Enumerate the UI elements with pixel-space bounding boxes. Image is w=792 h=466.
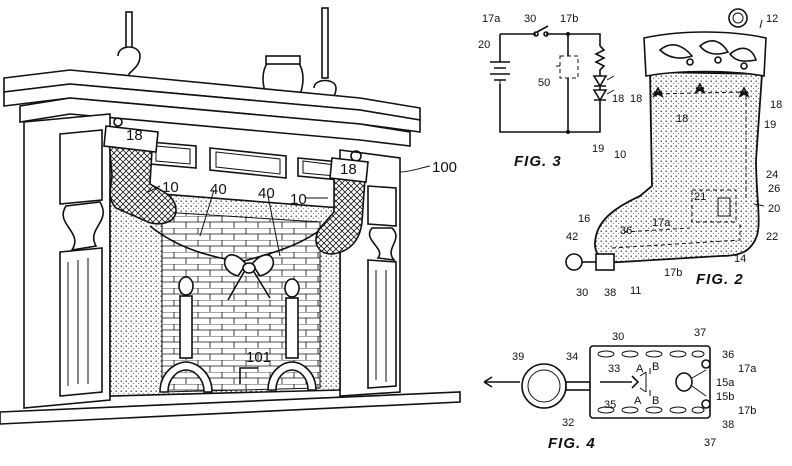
pull-direction-arrow	[483, 376, 520, 388]
ref-18-left: 18	[126, 127, 143, 144]
right-stocking	[315, 150, 369, 255]
ref-16: 16	[578, 213, 590, 225]
ref-19: 19	[592, 143, 604, 155]
ref-34: 34	[566, 351, 578, 363]
ref-14: 14	[734, 253, 746, 265]
fig1-fireplace: 100 101 18 18 10 10 40 40	[0, 7, 461, 425]
switch-housing	[589, 345, 711, 419]
ref-32: 32	[562, 417, 574, 429]
ref-33: 33	[608, 363, 620, 375]
ref-17a: 17a	[738, 363, 757, 375]
bow	[223, 254, 275, 301]
ref-21: 21	[694, 191, 706, 203]
ref-18b: 18	[676, 113, 688, 125]
switch-symbol	[533, 25, 549, 37]
ref-18: 18	[612, 93, 624, 105]
ref-17b: 17b	[560, 13, 578, 25]
ref-40-left: 40	[210, 181, 227, 198]
firebox	[109, 189, 341, 397]
left-candlestick	[117, 11, 141, 87]
ref-a-top: A	[636, 363, 644, 375]
ref-101: 101	[246, 349, 271, 366]
ref-10: 10	[614, 149, 626, 161]
left-andiron	[159, 276, 213, 393]
ref-17a: 17a	[482, 13, 501, 25]
ref-35: 35	[604, 399, 616, 411]
ref-50: 50	[538, 77, 550, 89]
ref-10-right: 10	[290, 191, 307, 208]
led-diodes	[592, 75, 615, 106]
fig2-stocking: 12 18 18 18 19 10 24 26 20 21 22 17a 16 …	[565, 8, 782, 299]
ref-38: 38	[722, 419, 734, 431]
ref-39: 39	[512, 351, 524, 363]
ref-20: 20	[478, 39, 490, 51]
fig3-caption: FIG. 3	[514, 153, 562, 170]
ref-20: 20	[768, 203, 780, 215]
circuit-wires	[499, 33, 601, 133]
hearth	[0, 391, 461, 425]
housing-perforations	[597, 350, 705, 414]
hanging-ring	[728, 8, 748, 28]
ref-37-bottom: 37	[704, 437, 716, 449]
holly-leaves	[658, 40, 758, 70]
ref-36: 36	[620, 225, 632, 237]
ref-b-top: B	[652, 361, 659, 373]
ref-18-right: 18	[340, 161, 357, 178]
ref-17b: 17b	[738, 405, 756, 417]
ref-30: 30	[576, 287, 588, 299]
pull-switch	[565, 253, 615, 271]
ref-19: 19	[764, 119, 776, 131]
ref-10-left: 10	[162, 179, 179, 196]
pull-ring-39	[521, 363, 567, 409]
circuit-module	[691, 189, 737, 223]
module-box-50	[559, 55, 579, 79]
ref-17b: 17b	[664, 267, 682, 279]
ref-12: 12	[766, 13, 778, 25]
battery-symbol	[490, 61, 510, 84]
resistor-symbol	[594, 45, 606, 76]
ref-37-top: 37	[694, 327, 706, 339]
left-stocking	[103, 117, 177, 225]
ref-b-bottom: B	[652, 395, 659, 407]
ref-100: 100	[432, 159, 457, 176]
ref-17a: 17a	[652, 217, 671, 229]
fig3-circuit: 17a 30 17b 20 50 18 19 FIG. 3	[478, 13, 624, 170]
ref-26: 26	[768, 183, 780, 195]
internal-wiring	[611, 91, 747, 249]
ref-40-right: 40	[258, 185, 275, 202]
ref-42: 42	[566, 231, 578, 243]
left-pilaster	[23, 113, 111, 409]
ref-30: 30	[612, 331, 624, 343]
fig2-caption: FIG. 2	[696, 271, 744, 288]
ref-15b: 15b	[716, 391, 734, 403]
ref-38: 38	[604, 287, 616, 299]
fig4-caption: FIG. 4	[548, 435, 596, 452]
right-andiron	[267, 278, 317, 391]
fig4-switch: 30 37 37 39 34 33 A B A B 35 32 36 17a 1…	[483, 327, 757, 452]
ref-30: 30	[524, 13, 536, 25]
ref-24: 24	[766, 169, 778, 181]
ref-36: 36	[722, 349, 734, 361]
ref-18c: 18	[770, 99, 782, 111]
grate	[239, 367, 258, 384]
ref-22: 22	[766, 231, 778, 243]
ref-15a: 15a	[716, 377, 735, 389]
ref-11: 11	[630, 285, 641, 297]
stocking-body	[594, 71, 763, 264]
frieze-panels	[149, 141, 341, 181]
ref-18a: 18	[630, 93, 642, 105]
ref-a-bottom: A	[634, 395, 642, 407]
stocking-cuff	[643, 31, 767, 77]
